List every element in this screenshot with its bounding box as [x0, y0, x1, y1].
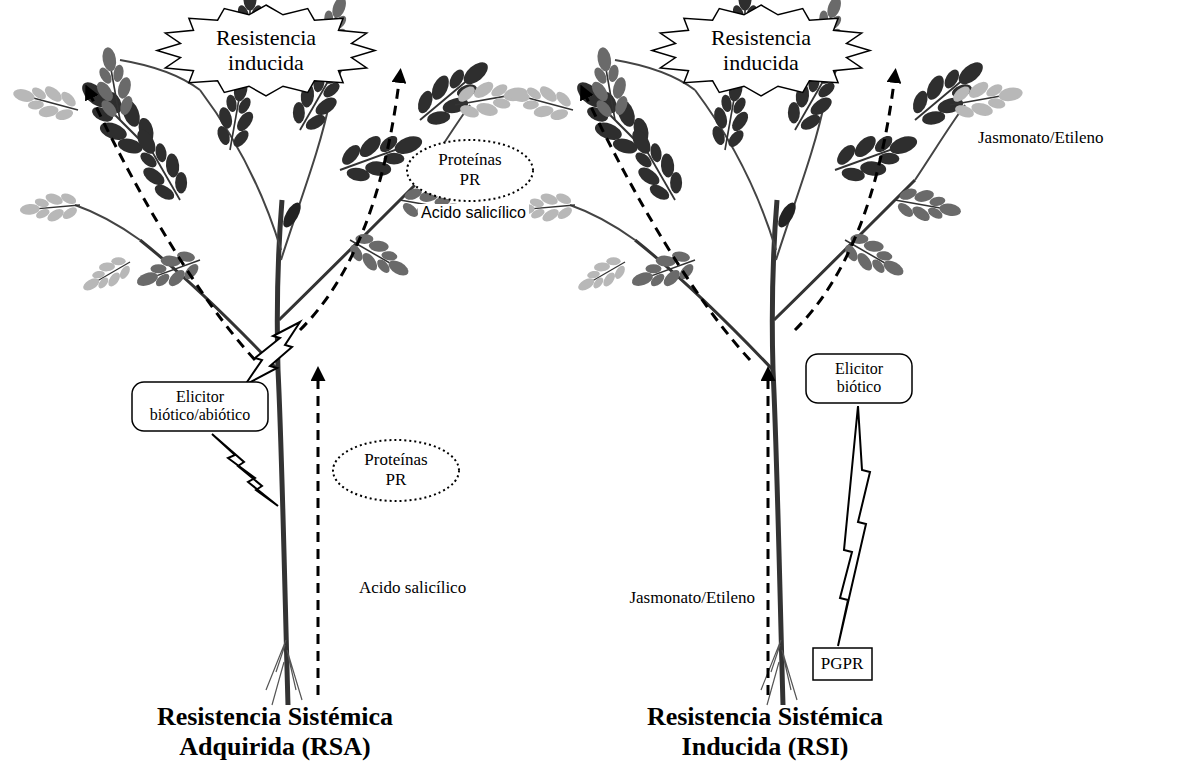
hormone-label: Jasmonato/Etileno — [975, 128, 1107, 148]
hormone-label: Jasmonato/Etileno — [626, 588, 758, 608]
lightning-bolts — [212, 322, 870, 646]
pr-proteins-ellipse: Proteínas PR — [331, 438, 461, 503]
hormone-label: Acido salicílico — [418, 204, 529, 222]
dotted-ellipse — [333, 440, 459, 501]
node-text: Proteínas PR — [430, 150, 510, 189]
elicitor-box: Elicitor biótico/abiótico — [131, 381, 269, 432]
rounded-box-outline — [806, 354, 912, 403]
panel-title: Resistencia Sistémica Inducida (RSI) — [612, 702, 918, 762]
node-text: Elicitor biótico/abiótico — [140, 388, 260, 425]
tomato-plant-right — [504, 0, 1026, 705]
dashed-arrow — [795, 74, 895, 330]
starburst-outline — [652, 5, 870, 96]
lightning-bolt — [212, 434, 278, 506]
node-text: PGPR — [821, 654, 864, 674]
dotted-ellipse — [407, 140, 533, 201]
dashed-arrow — [88, 90, 255, 360]
node-text: Resistencia inducida — [201, 25, 331, 76]
pgpr-box: PGPR — [812, 647, 873, 681]
induced-resistance-burst: Resistencia inducida — [651, 4, 871, 97]
node-text: Proteínas PR — [356, 450, 436, 489]
lightning-bolt — [245, 322, 300, 385]
elicitor-box: Elicitor biótico — [805, 353, 913, 404]
dashed-arrow — [583, 90, 750, 360]
node-text: Resistencia inducida — [696, 25, 826, 76]
panel-title: Resistencia Sistémica Adquirida (RSA) — [122, 702, 428, 762]
node-text: Elicitor biótico — [814, 360, 904, 397]
rounded-box-outline — [132, 382, 268, 431]
dashed-arrow — [300, 74, 400, 330]
box-outline — [813, 648, 872, 680]
hormone-label: Acido salicílico — [356, 578, 469, 598]
pr-proteins-ellipse: Proteínas PR — [405, 138, 535, 203]
dashed-arrow — [767, 372, 770, 695]
signal-arrows — [88, 74, 895, 695]
dashed-arrow — [317, 372, 320, 695]
tomato-plant-left — [9, 0, 531, 705]
starburst-outline — [157, 5, 375, 96]
lightning-bolt — [838, 406, 870, 646]
induced-resistance-burst: Resistencia inducida — [156, 4, 376, 97]
